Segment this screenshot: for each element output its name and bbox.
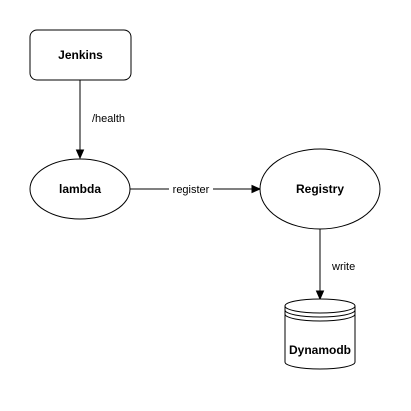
edge-label-health: /health xyxy=(92,113,125,125)
node-dynamodb-top-ring-2 xyxy=(284,309,356,318)
node-jenkins: Jenkins xyxy=(29,29,132,81)
edge-label-register-background xyxy=(169,181,213,196)
node-registry-label: Registry xyxy=(296,182,344,196)
edge-registry-to-dynamodb-arrowhead xyxy=(315,290,325,301)
node-dynamodb-label: Dynamodb xyxy=(289,343,351,357)
node-jenkins-label: Jenkins xyxy=(58,48,103,62)
node-registry-ellipse xyxy=(259,148,381,230)
edge-jenkins-to-lambda: /health xyxy=(75,80,125,160)
edge-registry-to-dynamodb: write xyxy=(315,229,355,301)
node-dynamodb: Dynamodb xyxy=(284,298,356,370)
edge-jenkins-to-lambda-arrowhead xyxy=(75,149,85,160)
edge-label-register: register xyxy=(173,184,210,196)
edge-label-write: write xyxy=(331,261,355,273)
node-lambda: lambda xyxy=(29,158,131,220)
node-registry: Registry xyxy=(259,148,381,230)
node-dynamodb-top-ring-1 xyxy=(284,305,356,314)
node-jenkins-box xyxy=(29,29,132,81)
edge-lambda-to-registry-arrowhead xyxy=(251,184,262,194)
node-dynamodb-top-ring-3 xyxy=(284,313,356,322)
node-lambda-label: lambda xyxy=(59,182,101,196)
node-lambda-ellipse xyxy=(29,158,131,220)
node-dynamodb-cylinder xyxy=(284,298,356,370)
edge-lambda-to-registry: register xyxy=(130,181,262,196)
